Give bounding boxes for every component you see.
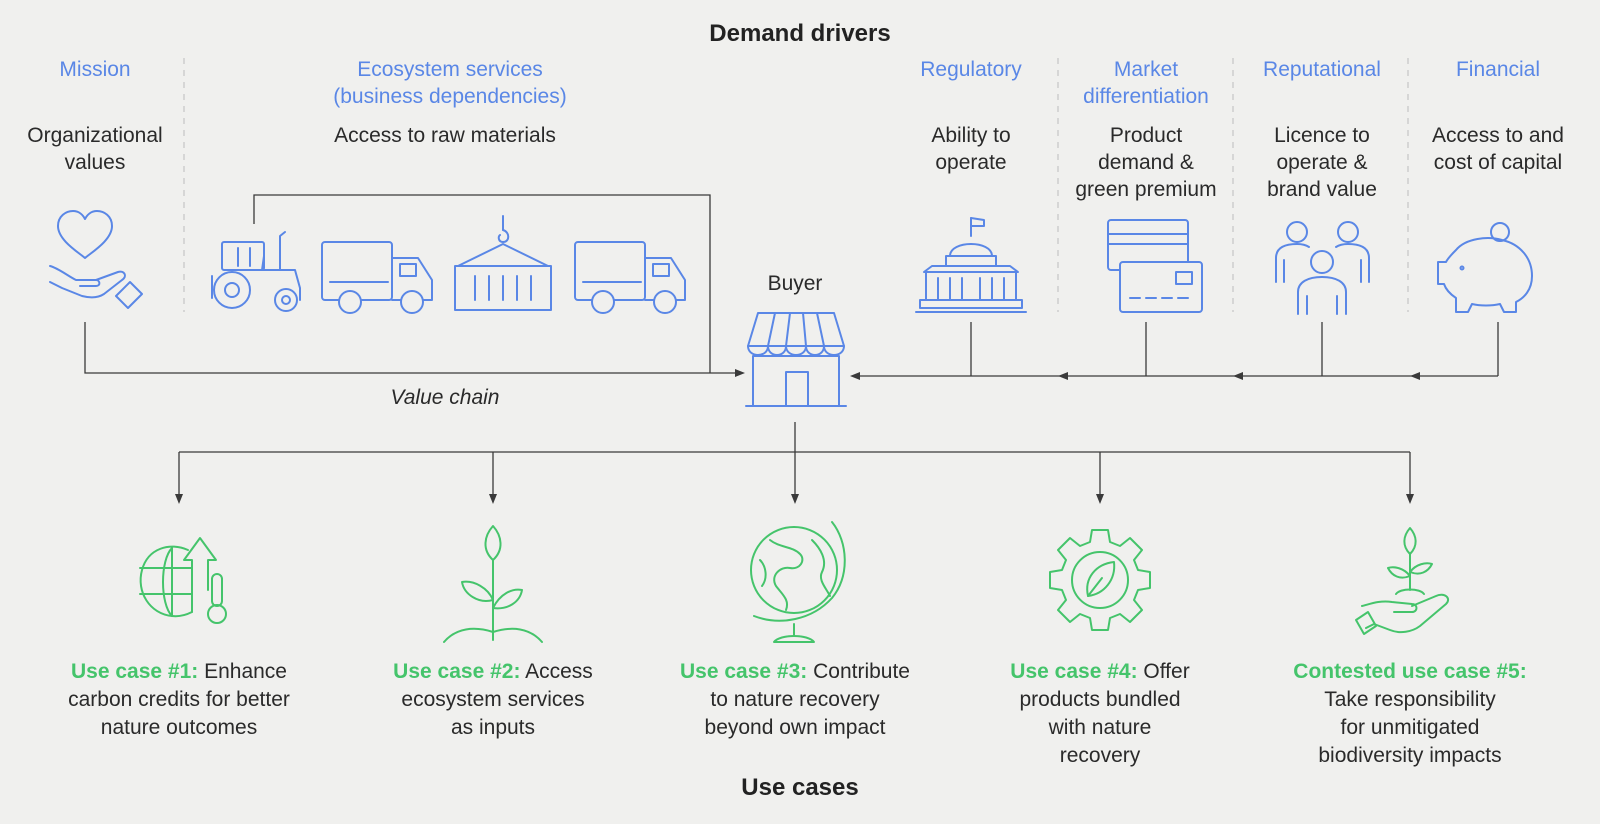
use-case-4-text: Offer products bundled with nature recov… (1019, 660, 1190, 767)
driver-category-market-differentiation: Market differentiation (1083, 58, 1209, 108)
driver-category-reputational: Reputational (1263, 58, 1381, 81)
value-chain-label: Value chain (390, 386, 500, 409)
gear-leaf-icon (1049, 529, 1151, 631)
use-cases-title: Use cases (741, 774, 859, 801)
government-building-icon (915, 217, 1027, 313)
buyer-label: Buyer (767, 272, 823, 295)
use-case-3-label: Use case #3: (680, 660, 808, 683)
truck-icon-2 (574, 241, 686, 314)
use-case-5-label: Contested use case #5: (1293, 660, 1527, 683)
use-case-1-label: Use case #1: (70, 660, 199, 683)
use-case-1-text: Enhance carbon credits for better nature… (68, 660, 290, 739)
driver-description-mission: Organizational values (27, 124, 163, 174)
piggy-bank-icon (1437, 222, 1533, 313)
driver-category-financial: Financial (1455, 58, 1541, 81)
driver-description-financial: Access to and cost of capital (1432, 124, 1564, 174)
driver-category-ecosystem-services: Ecosystem services (business dependencie… (333, 58, 567, 108)
use-case-connectors (175, 422, 1414, 504)
driver-category-mission: Mission (59, 58, 131, 81)
use-case-1: Use case #1: Enhance carbon credits for … (34, 658, 324, 742)
sprout-in-hand-icon (1355, 527, 1450, 635)
truck-icon (321, 241, 433, 314)
use-case-2-text: Access ecosystem services as inputs (401, 660, 593, 739)
value-chain-connectors (84, 194, 745, 377)
driver-category-regulatory: Regulatory (920, 58, 1022, 81)
driver-connectors (850, 322, 1499, 380)
driver-description-ecosystem-services: Access to raw materials (334, 124, 556, 147)
use-case-4-label: Use case #4: (1010, 660, 1138, 683)
storefront-icon (745, 312, 847, 407)
use-case-3: Use case #3: Contribute to nature recove… (650, 658, 940, 742)
driver-description-reputational: Licence to operate & brand value (1267, 124, 1377, 201)
shipping-container-icon (454, 215, 552, 311)
cards-icon (1107, 219, 1203, 313)
driver-description-regulatory: Ability to operate (931, 124, 1011, 174)
use-case-3-text: Contribute to nature recovery beyond own… (704, 660, 910, 739)
people-group-icon (1275, 221, 1370, 315)
globe-temperature-icon (139, 537, 227, 624)
use-case-5: Contested use case #5: Take responsibili… (1255, 658, 1565, 770)
driver-description-market-differentiation: Product demand & green premium (1075, 124, 1217, 201)
tractor-icon (211, 231, 301, 312)
use-case-4: Use case #4: Offer products bundled with… (965, 658, 1235, 770)
globe-stand-icon (750, 521, 846, 643)
use-case-5-text: Take responsibility for unmitigated biod… (1318, 688, 1502, 767)
use-case-2: Use case #2: Access ecosystem services a… (353, 658, 633, 742)
heart-in-hand-icon (49, 210, 143, 309)
demand-drivers-title: Demand drivers (709, 20, 891, 47)
sprout-icon (443, 525, 543, 643)
use-case-2-label: Use case #2: (393, 660, 521, 683)
